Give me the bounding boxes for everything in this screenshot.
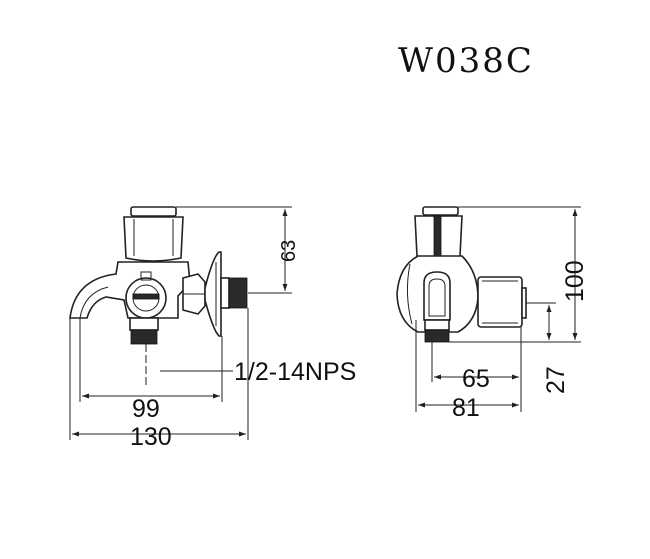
side-body xyxy=(396,255,479,333)
side-bottom-outlet xyxy=(424,319,450,343)
dim-label-100: 100 xyxy=(561,260,589,302)
front-bottom-outlet xyxy=(129,317,159,345)
dim-label-27: 27 xyxy=(542,366,570,394)
front-thread-inlet xyxy=(220,277,248,309)
dim-label-65: 65 xyxy=(462,365,490,393)
side-handle xyxy=(414,206,463,260)
front-hex-nut xyxy=(182,251,222,337)
model-number: W038C xyxy=(398,41,534,81)
dim-label-63: 63 xyxy=(278,240,300,262)
dim-label-81: 81 xyxy=(452,394,480,422)
front-knob xyxy=(125,271,167,319)
dim-label-130: 130 xyxy=(130,423,172,451)
side-view: 100 27 65 81 xyxy=(396,206,589,422)
thread-label: 1/2-14NPS xyxy=(234,358,356,386)
dim-label-99: 99 xyxy=(132,395,160,423)
front-view: 63 1/2-14NPS 99 130 xyxy=(69,206,356,451)
side-knob xyxy=(477,276,527,328)
front-handle xyxy=(123,206,184,262)
